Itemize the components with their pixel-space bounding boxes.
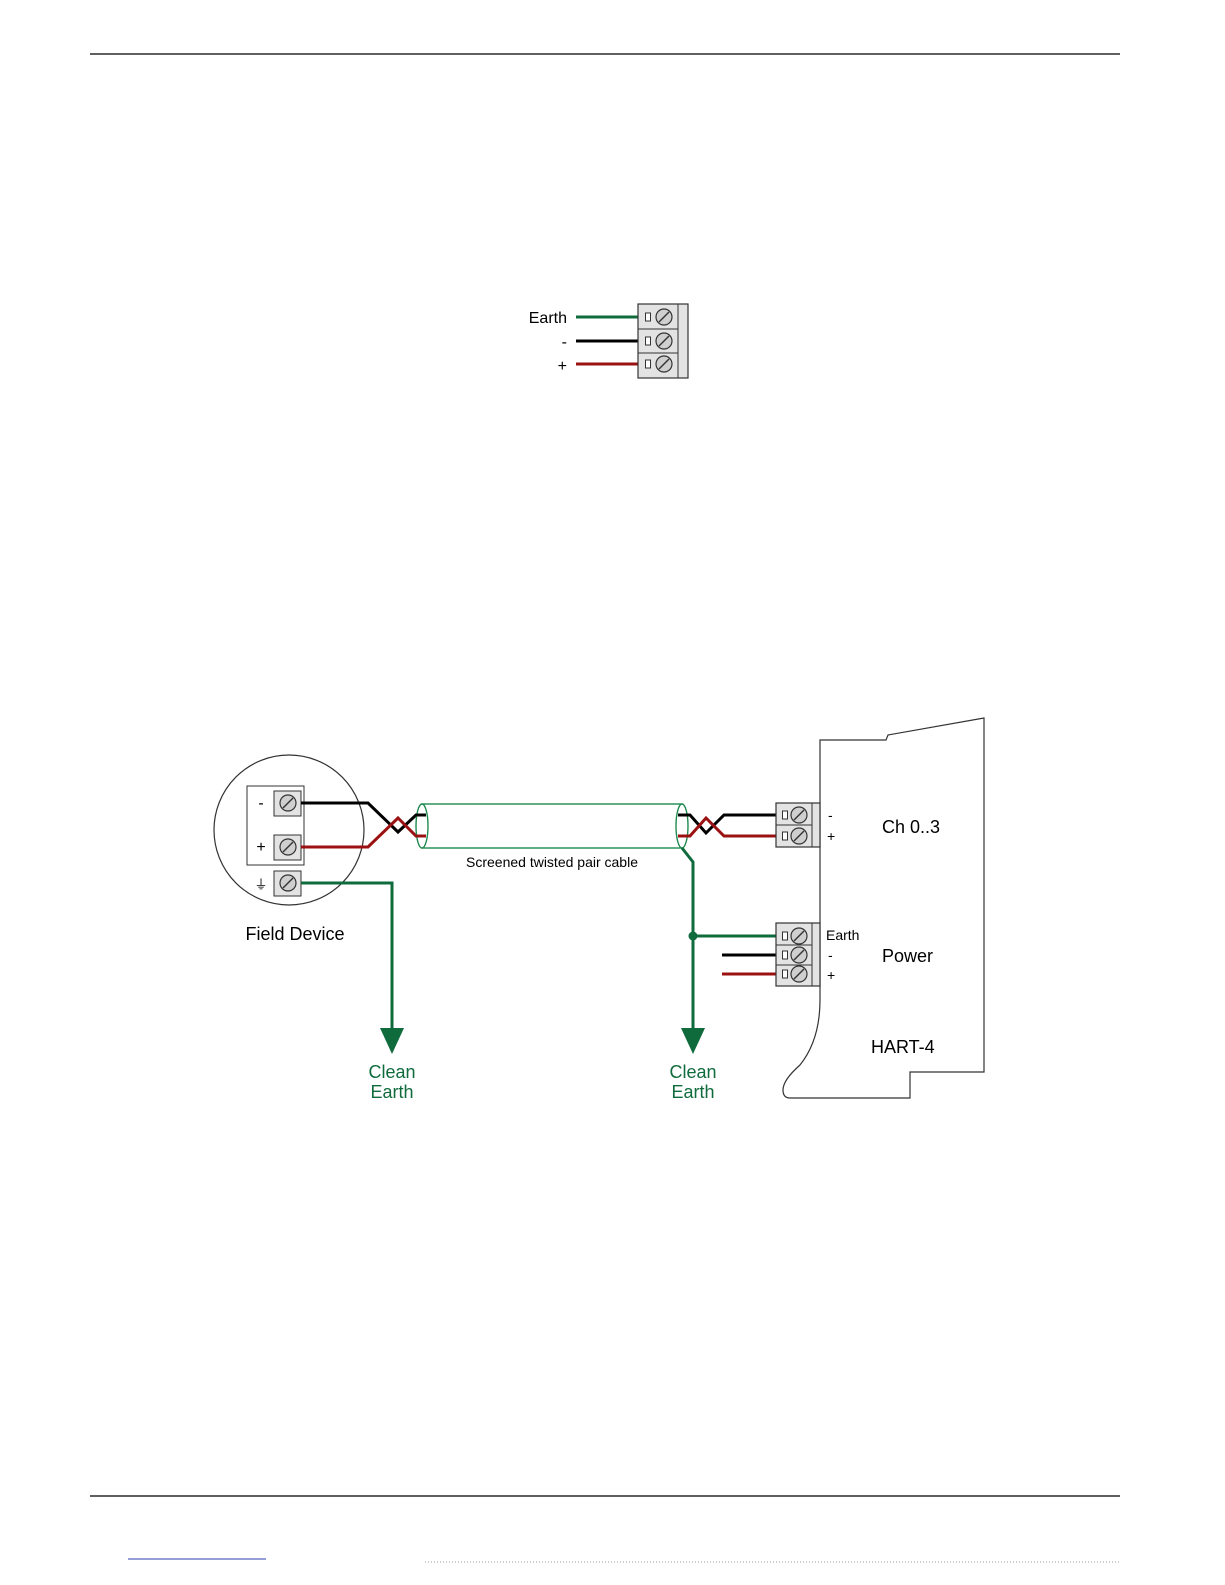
field-device-negative-label: - [258, 795, 263, 812]
power-label: Power [882, 946, 933, 966]
channel-positive-label: + [827, 828, 835, 844]
clean-earth-right-line2: Earth [671, 1082, 714, 1102]
field-device-ground-terminal [274, 871, 301, 896]
earth-junction-dot [689, 932, 698, 941]
power-connector-diagram: Earth - + [529, 304, 688, 378]
ground-symbol-icon: ⏚ [254, 877, 267, 892]
field-device-positive-label: + [256, 839, 265, 856]
power-terminal-block [776, 923, 820, 986]
clean-earth-arrow-right [681, 1028, 705, 1054]
clean-earth-right-line1: Clean [669, 1062, 716, 1082]
field-device-negative-terminal [274, 791, 301, 816]
wiring-diagram: - + ⏚ Field Device [214, 718, 984, 1102]
module-name: HART-4 [871, 1037, 935, 1057]
power-negative-label: - [828, 947, 833, 963]
power-earth-label: Earth [826, 927, 859, 943]
power-positive-label: + [827, 967, 835, 983]
connector-terminal-block [638, 304, 688, 378]
connector-positive-label: + [558, 358, 567, 375]
connector-negative-label: - [562, 334, 567, 351]
clean-earth-left-line2: Earth [370, 1082, 413, 1102]
field-device: - + ⏚ Field Device [214, 755, 364, 944]
field-device-title: Field Device [245, 924, 344, 944]
screened-cable [416, 804, 688, 848]
cable-label: Screened twisted pair cable [466, 854, 638, 870]
clean-earth-arrow-left [380, 1028, 404, 1054]
channel-negative-label: - [828, 807, 833, 823]
clean-earth-left-line1: Clean [368, 1062, 415, 1082]
channel-label: Ch 0..3 [882, 817, 940, 837]
field-device-positive-terminal [274, 835, 301, 860]
field-earth-wire [301, 883, 392, 1030]
connector-earth-label: Earth [529, 310, 567, 327]
channel-terminal-block [776, 803, 820, 847]
